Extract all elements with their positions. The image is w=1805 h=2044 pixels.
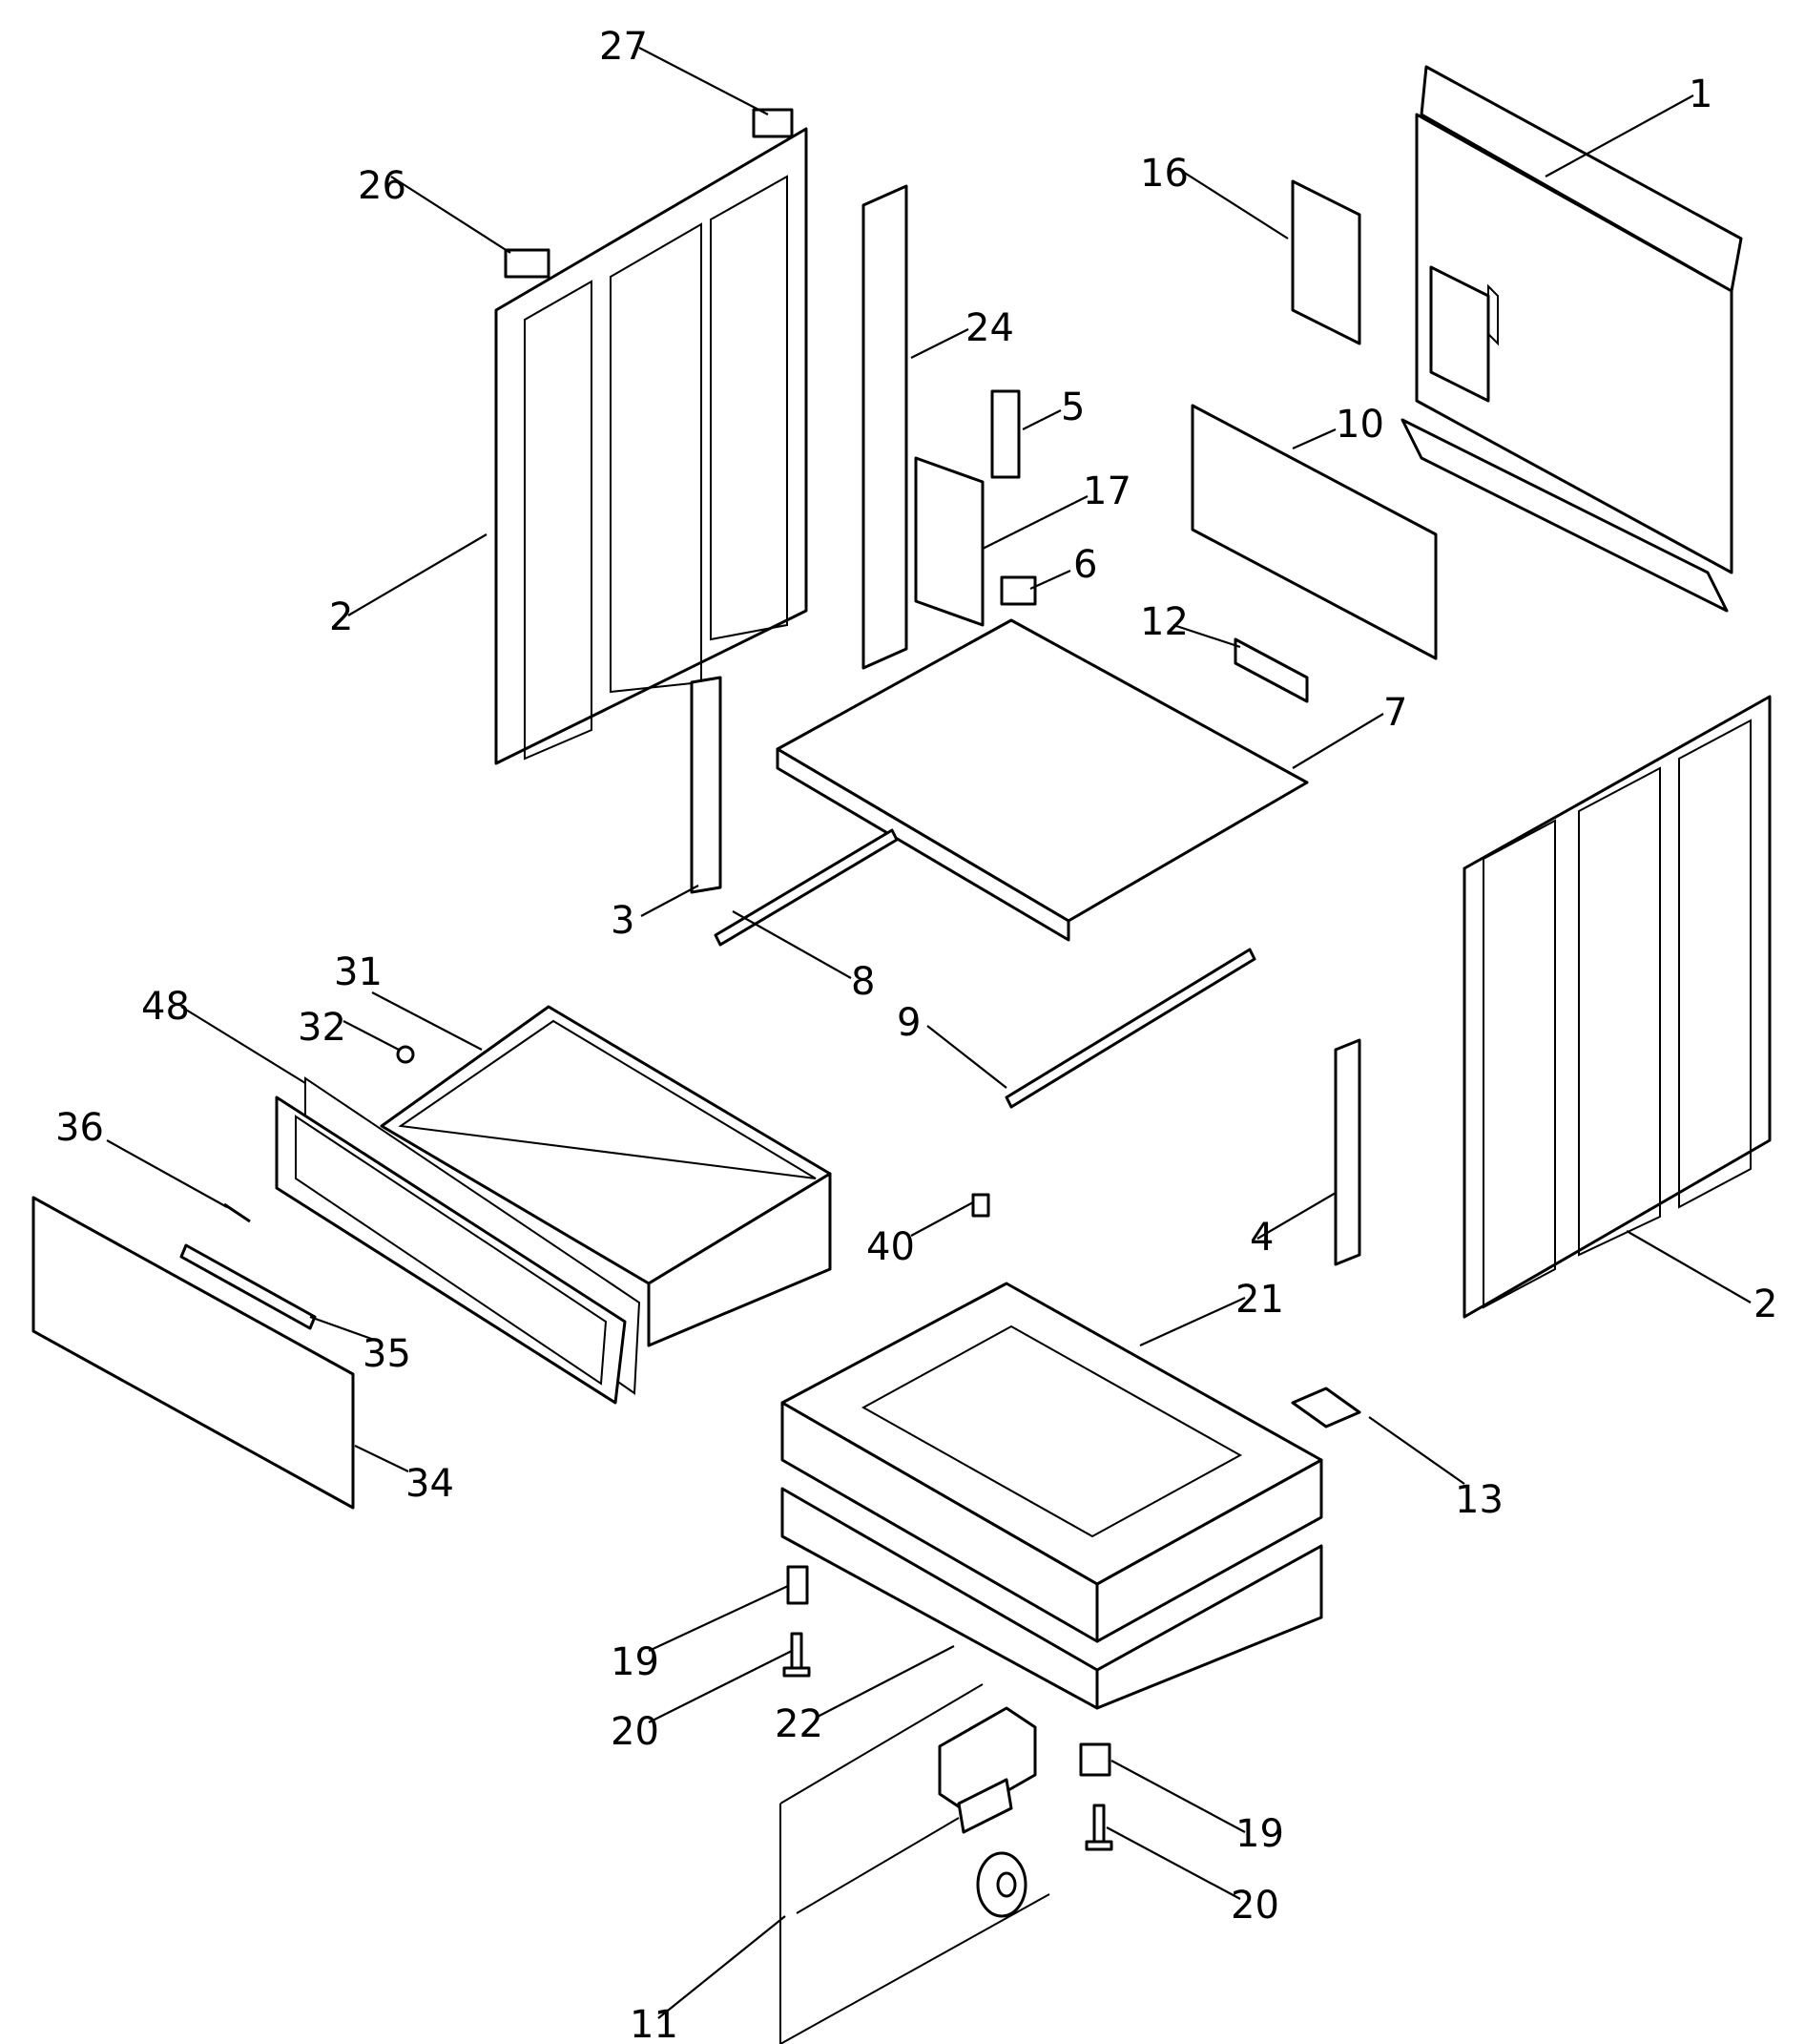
callout-32: 32 [298,1006,346,1050]
part-leveling-leg-right [1085,1804,1113,1851]
callout-24: 24 [965,306,1014,350]
callout-26: 26 [358,164,406,208]
part-drawer-box [380,1005,832,1347]
part-drawer-front [31,1196,355,1510]
callout-1: 1 [1689,73,1712,116]
part-fastener [396,1045,415,1064]
callout-19: 19 [1235,1812,1284,1856]
callout-17: 17 [1083,469,1131,513]
callout-8: 8 [851,960,875,1004]
leader-lines [106,47,1752,2019]
callout-16: 16 [1140,152,1189,196]
callout-11: 11 [630,2003,678,2044]
callout-34: 34 [405,1462,454,1506]
part-vertical-support [861,184,908,670]
callout-6: 6 [1073,543,1097,587]
callout-40: 40 [866,1225,915,1269]
callout-13: 13 [1455,1478,1504,1522]
callout-10: 10 [1336,403,1384,447]
callout-21: 21 [1235,1278,1284,1322]
part-base-plinth [780,1487,1323,1710]
callout-19: 19 [611,1640,659,1684]
callout-27: 27 [599,25,648,69]
part-clip-6 [1000,575,1037,606]
part-assembly-11 [779,1683,1050,2044]
part-pin [223,1202,251,1223]
part-panel-10 [1191,404,1438,660]
callout-labels: 1 2 2 3 4 5 6 7 8 9 10 11 12 13 16 17 19… [55,25,1777,2044]
callout-48: 48 [141,985,190,1029]
callout-35: 35 [363,1332,411,1376]
callout-22: 22 [775,1702,823,1746]
part-hinge [504,248,550,279]
callout-20: 20 [1231,1884,1279,1928]
part-terminal-block [990,389,1021,479]
part-drawer-handle [179,1243,317,1330]
part-clip-40 [971,1193,990,1218]
part-leveling-bracket-right [1079,1742,1111,1777]
callout-12: 12 [1140,600,1189,644]
part-side-panel-right [1463,695,1772,1319]
part-oven-floor [776,618,1309,942]
part-bracket-4 [1334,1038,1361,1266]
callout-5: 5 [1061,386,1085,429]
callout-4: 4 [1250,1216,1274,1260]
part-bracket-plate [1291,179,1361,345]
part-drawer-frame [275,1095,627,1405]
part-bracket-3 [690,676,722,894]
part-rear-panel [1400,65,1743,613]
part-slide-rail-right [1005,948,1256,1109]
callout-20: 20 [611,1710,659,1754]
part-base-frame [780,1282,1323,1643]
callout-9: 9 [897,1001,921,1045]
part-leveling-leg-left [782,1632,811,1678]
part-leveling-bracket-left [786,1565,809,1605]
callout-31: 31 [334,950,383,994]
part-hinge-top [752,108,794,138]
callout-3: 3 [611,899,634,943]
part-latch [1234,637,1309,703]
callout-2: 2 [329,595,353,639]
part-side-panel-left [494,127,808,765]
callout-36: 36 [55,1106,104,1150]
part-bracket-13 [1291,1387,1361,1429]
callout-2: 2 [1753,1283,1777,1326]
callout-7: 7 [1383,691,1407,735]
part-bracket-17 [914,456,985,627]
part-slide-rail-left [714,828,899,947]
